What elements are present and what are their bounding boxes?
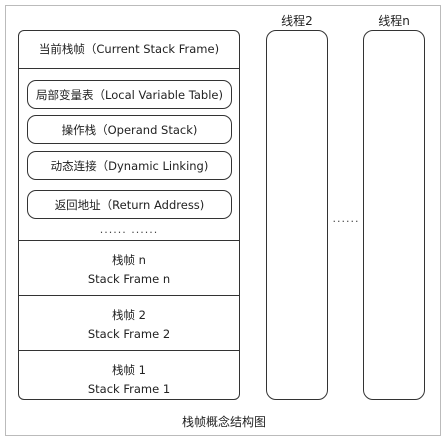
threadn-column (363, 30, 425, 400)
threads-ellipsis: ...... (332, 212, 360, 225)
thread2-label: 线程2 (281, 14, 313, 28)
return-address: 返回地址（Return Address) (27, 190, 232, 219)
frame-1-cn: 栈帧 1 (112, 363, 146, 377)
frame-divider-n (18, 295, 240, 296)
current-frame-title: 当前栈帧（Current Stack Frame) (38, 42, 220, 56)
frame-divider-2 (18, 350, 240, 351)
frame-divider-top (18, 240, 240, 241)
current-frame-divider (18, 68, 240, 69)
frame-n-en: Stack Frame n (87, 272, 171, 286)
diagram-frame (5, 5, 441, 436)
more-items-ellipsis: ...... ...... (99, 223, 159, 236)
thread2-column (266, 30, 328, 400)
threadn-label: 线程n (378, 14, 410, 28)
frame-1-en: Stack Frame 1 (87, 382, 171, 396)
frame-2-cn: 栈帧 2 (112, 308, 146, 322)
local-variable-table: 局部变量表（Local Variable Table) (27, 80, 232, 109)
dynamic-linking: 动态连接（Dynamic Linking) (27, 151, 232, 180)
frame-2-en: Stack Frame 2 (87, 327, 171, 341)
diagram-caption: 栈帧概念结构图 (181, 415, 266, 429)
frame-n-cn: 栈帧 n (112, 253, 146, 267)
thread1-stack (18, 30, 240, 400)
operand-stack: 操作栈（Operand Stack) (27, 115, 232, 144)
